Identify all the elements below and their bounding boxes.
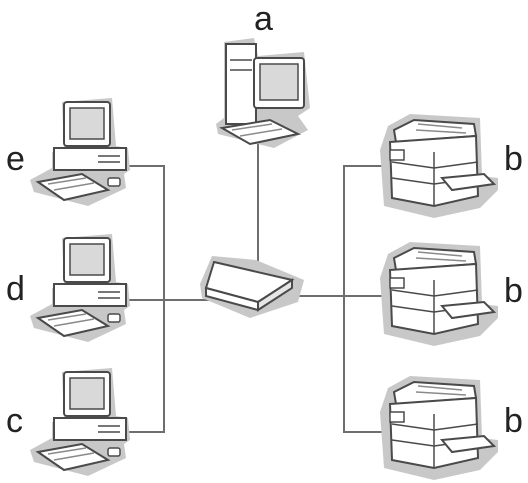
- desktop-computer-icon: [29, 367, 131, 477]
- client-label: e: [6, 140, 25, 178]
- wire-right-bus: [343, 165, 384, 433]
- network-wires: [126, 134, 384, 433]
- network-hub: [199, 255, 305, 319]
- server-computer: a: [215, 0, 311, 149]
- printer-bottom: b: [379, 375, 523, 481]
- printer-middle: b: [379, 241, 523, 347]
- client-label: c: [6, 402, 23, 440]
- client-computer-d: d: [6, 233, 131, 343]
- desktop-computer-icon: [29, 97, 131, 207]
- client-computer-c: c: [6, 367, 131, 477]
- tower-computer-icon: [215, 37, 311, 149]
- printer-top: b: [379, 113, 523, 219]
- printer-label: b: [504, 402, 523, 440]
- printer-label: b: [504, 272, 523, 310]
- printer-icon: [379, 375, 499, 481]
- printer-icon: [379, 113, 499, 219]
- printer-icon: [379, 241, 499, 347]
- network-hub-icon: [199, 255, 305, 319]
- printer-label: b: [504, 140, 523, 178]
- client-label: d: [6, 270, 25, 308]
- desktop-computer-icon: [29, 233, 131, 343]
- server-label: a: [254, 0, 273, 38]
- client-computer-e: e: [6, 97, 131, 207]
